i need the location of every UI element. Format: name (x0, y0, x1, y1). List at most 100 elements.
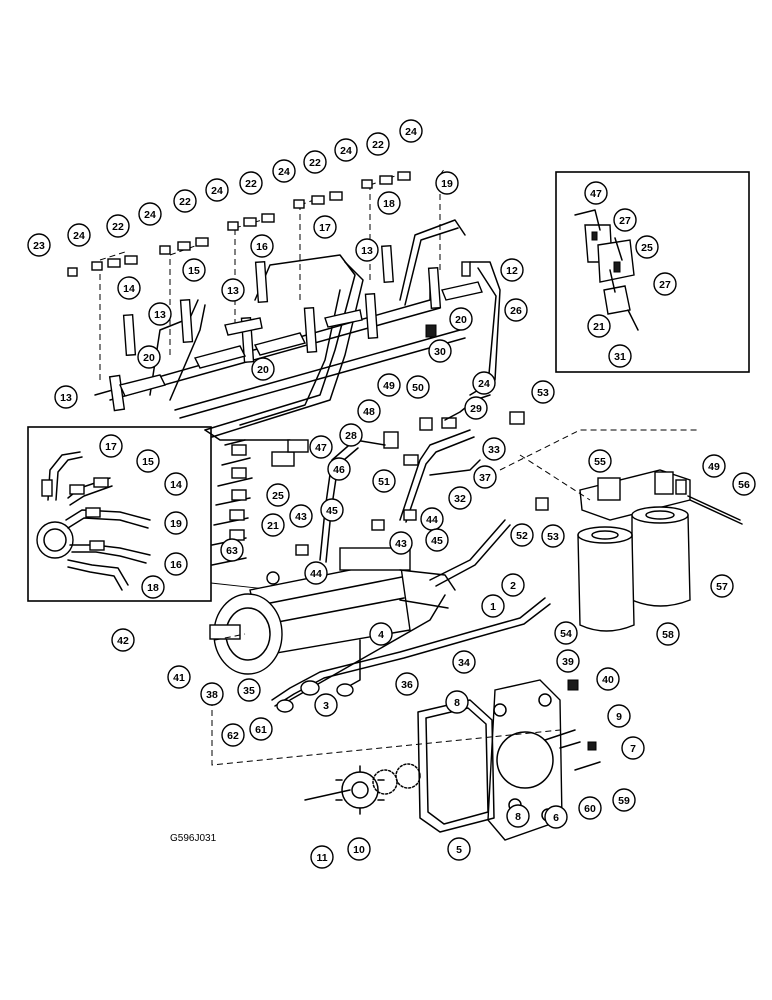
callout-3: 3 (314, 693, 338, 717)
callout-circle (389, 531, 413, 555)
callout-31: 31 (608, 344, 632, 368)
callout-circle (173, 189, 197, 213)
callout-46: 46 (327, 457, 351, 481)
callout-number: 56 (738, 479, 750, 491)
callout-number: 62 (227, 730, 239, 742)
callout-8: 8 (506, 804, 530, 828)
callout-39: 39 (556, 649, 580, 673)
callout-number: 50 (412, 382, 424, 394)
callout-circle (167, 665, 191, 689)
callout-44: 44 (304, 561, 328, 585)
callout-circle (249, 717, 273, 741)
callout-49: 49 (702, 454, 726, 478)
callout-41: 41 (167, 665, 191, 689)
callout-number: 13 (60, 392, 72, 404)
callout-number: 35 (243, 685, 255, 697)
callout-circle (452, 650, 476, 674)
callout-number: 23 (33, 240, 45, 252)
callout-circle (448, 486, 472, 510)
callout-number: 19 (170, 518, 182, 530)
callout-21: 21 (587, 314, 611, 338)
callout-circle (612, 788, 636, 812)
callout-18: 18 (377, 191, 401, 215)
callout-circle (347, 837, 371, 861)
callout-circle (710, 574, 734, 598)
callout-34: 34 (452, 650, 476, 674)
callout-number: 31 (614, 351, 626, 363)
callout-number: 1 (490, 601, 496, 613)
callout-60: 60 (578, 796, 602, 820)
callout-43: 43 (389, 531, 413, 555)
callout-circle (578, 796, 602, 820)
callout-54: 54 (554, 621, 578, 645)
callout-circle (334, 138, 358, 162)
callout-number: 32 (454, 493, 466, 505)
callout-circle (506, 804, 530, 828)
callout-number: 44 (310, 568, 322, 580)
callout-48: 48 (357, 399, 381, 423)
callout-18: 18 (141, 575, 165, 599)
callout-number: 60 (584, 803, 596, 815)
callout-circle (504, 298, 528, 322)
callout-number: 12 (506, 265, 518, 277)
callout-circle (473, 465, 497, 489)
callout-circle (587, 314, 611, 338)
callout-19: 19 (164, 511, 188, 535)
callout-number: 5 (456, 844, 462, 856)
callout-circle (148, 302, 172, 326)
callout-circle (613, 208, 637, 232)
callout-6: 6 (544, 805, 568, 829)
pump-lines-inset-parts (36, 451, 151, 591)
callout-circle (588, 449, 612, 473)
callout-circle (138, 202, 162, 226)
callout-24: 24 (67, 223, 91, 247)
callout-number: 24 (340, 145, 352, 157)
callout-number: 43 (295, 511, 307, 523)
callout-19: 19 (435, 171, 459, 195)
callout-number: 53 (547, 531, 559, 543)
callout-number: 15 (142, 456, 154, 468)
callout-circle (653, 272, 677, 296)
callout-circle (303, 150, 327, 174)
callout-circle (510, 523, 534, 547)
callout-15: 15 (182, 258, 206, 282)
callout-23: 23 (27, 233, 51, 257)
callout-circle (377, 191, 401, 215)
callout-8: 8 (445, 690, 469, 714)
callout-circle (541, 524, 565, 548)
callout-circle (369, 622, 393, 646)
callout-24: 24 (399, 119, 423, 143)
callout-number: 27 (619, 215, 631, 227)
callout-45: 45 (425, 528, 449, 552)
callout-24: 24 (272, 159, 296, 183)
callout-44: 44 (420, 507, 444, 531)
callout-33: 33 (482, 437, 506, 461)
callout-circle (251, 357, 275, 381)
callout-number: 13 (361, 245, 373, 257)
callout-circle (399, 119, 423, 143)
callout-circle (54, 385, 78, 409)
callout-51: 51 (372, 469, 396, 493)
callout-38: 38 (200, 682, 224, 706)
callout-26: 26 (504, 298, 528, 322)
callout-circle (635, 235, 659, 259)
callout-number: 49 (708, 461, 720, 473)
callout-circle (164, 552, 188, 576)
callout-circle (339, 423, 363, 447)
callout-27: 27 (653, 272, 677, 296)
callout-24: 24 (205, 178, 229, 202)
callout-circle (395, 672, 419, 696)
callout-circle (482, 437, 506, 461)
callout-circle (310, 845, 334, 869)
callout-circle (99, 434, 123, 458)
callout-number: 16 (170, 559, 182, 571)
callout-circle (320, 498, 344, 522)
callout-number: 16 (256, 241, 268, 253)
callout-circle (164, 511, 188, 535)
callout-57: 57 (710, 574, 734, 598)
callout-16: 16 (164, 552, 188, 576)
callout-36: 36 (395, 672, 419, 696)
callout-21: 21 (261, 513, 285, 537)
injector-lines-group (67, 167, 501, 441)
callout-circle (200, 682, 224, 706)
